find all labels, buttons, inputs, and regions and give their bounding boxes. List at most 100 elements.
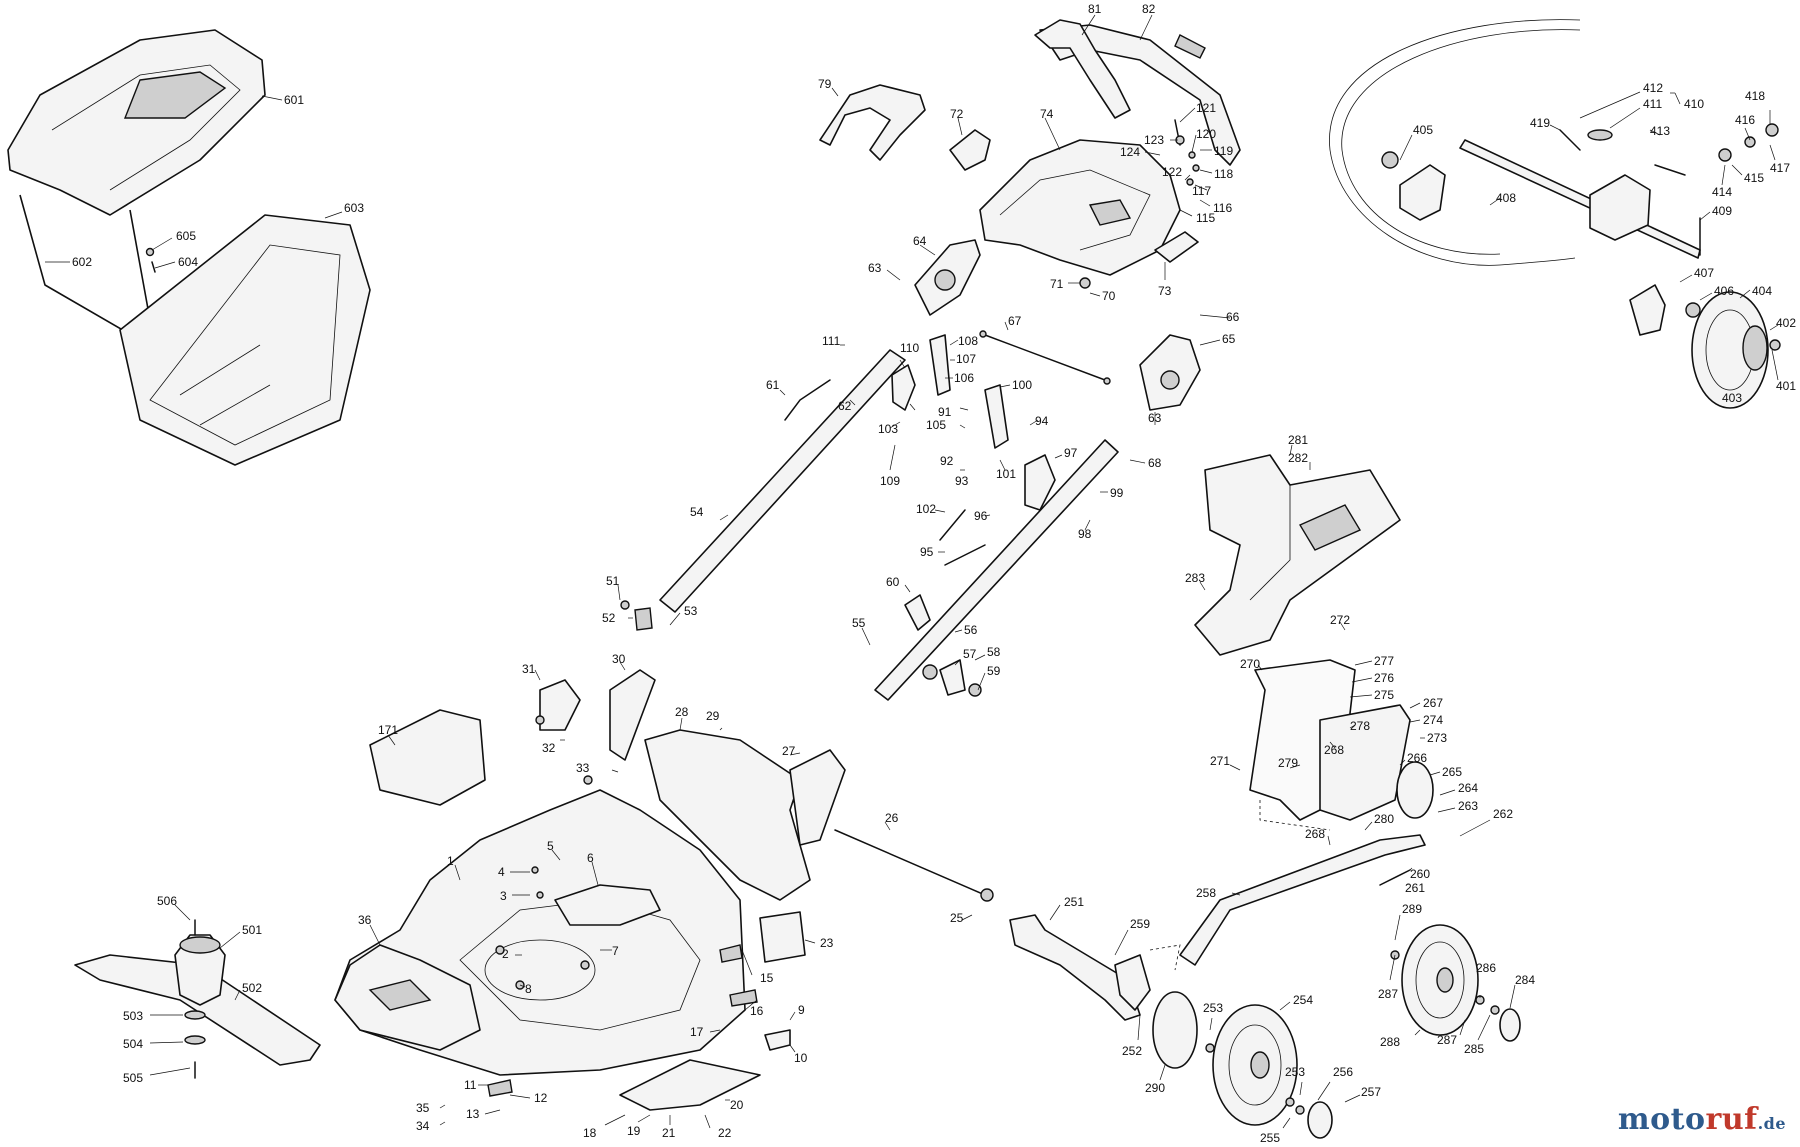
watermark-part1: moto: [1617, 1102, 1706, 1137]
callout-264: 264: [1458, 781, 1478, 795]
callout-33: 33: [576, 761, 590, 775]
callout-268a: 268: [1324, 743, 1344, 757]
callout-504: 504: [123, 1037, 143, 1051]
callout-98: 98: [1078, 527, 1092, 541]
washer-503: [184, 1010, 206, 1020]
callout-21: 21: [662, 1126, 676, 1140]
plate-252: [1114, 954, 1151, 1011]
washer-504: [184, 1035, 206, 1045]
callout-56: 56: [964, 623, 978, 637]
callout-276: 276: [1374, 671, 1394, 685]
callout-92: 92: [940, 454, 954, 468]
callout-263: 263: [1458, 799, 1478, 813]
deck-group: [334, 669, 994, 1111]
callout-54: 54: [690, 505, 704, 519]
callout-65: 65: [1222, 332, 1236, 346]
callout-52: 52: [602, 611, 616, 625]
callout-27: 27: [782, 744, 796, 758]
callout-59: 59: [987, 664, 1001, 678]
side-flap-27: [789, 749, 846, 846]
callout-261: 261: [1405, 881, 1425, 895]
callout-258: 258: [1196, 886, 1216, 900]
callout-31: 31: [522, 662, 536, 676]
callout-66: 66: [1226, 310, 1240, 324]
callout-111: 111: [822, 334, 841, 348]
callout-259: 259: [1130, 917, 1150, 931]
hubcap-257: [1307, 1101, 1333, 1139]
callout-122: 122: [1162, 165, 1182, 179]
callout-505: 505: [123, 1071, 143, 1085]
control-housing-74: [979, 139, 1181, 276]
callout-260: 260: [1410, 867, 1430, 881]
plate-23: [759, 911, 806, 963]
callout-405: 405: [1413, 123, 1433, 137]
callout-604: 604: [178, 255, 198, 269]
clip-60: [904, 594, 931, 631]
wheels-group: [1009, 914, 1521, 1139]
callout-19: 19: [627, 1124, 641, 1138]
callout-109: 109: [880, 474, 900, 488]
callout-289: 289: [1402, 902, 1422, 916]
callout-105: 105: [926, 418, 946, 432]
callout-102: 102: [916, 502, 936, 516]
callout-414: 414: [1712, 185, 1732, 199]
callout-120: 120: [1196, 127, 1216, 141]
callout-254: 254: [1293, 993, 1313, 1007]
callout-6: 6: [587, 851, 594, 865]
ratchet-265: [1396, 761, 1434, 819]
watermark-part2: ruf: [1705, 1102, 1758, 1137]
callout-118: 118: [1214, 167, 1233, 181]
bracket-57: [939, 659, 966, 696]
callout-62: 62: [838, 399, 852, 413]
callout-279: 279: [1278, 756, 1298, 770]
callout-96: 96: [974, 509, 988, 523]
callout-290: 290: [1145, 1081, 1165, 1095]
callout-94: 94: [1035, 414, 1049, 428]
callout-64: 64: [913, 234, 927, 248]
callout-404: 404: [1752, 284, 1772, 298]
callout-9: 9: [798, 1003, 805, 1017]
height-lever-258: [1179, 834, 1426, 966]
callout-101: 101: [996, 467, 1016, 481]
callout-255: 255: [1260, 1131, 1280, 1145]
lever-100: [984, 384, 1009, 449]
callout-10: 10: [794, 1051, 808, 1065]
callout-601: 601: [284, 93, 304, 107]
callout-286: 286: [1476, 961, 1496, 975]
callout-108: 108: [958, 334, 978, 348]
bracket-94: [1024, 454, 1056, 511]
callout-82: 82: [1142, 2, 1156, 16]
cover-73: [1154, 231, 1199, 263]
callout-25: 25: [950, 911, 964, 925]
callout-8: 8: [525, 982, 532, 996]
callout-271: 271: [1210, 754, 1230, 768]
callout-15: 15: [760, 971, 774, 985]
callout-2: 2: [502, 947, 509, 961]
callout-81: 81: [1088, 2, 1102, 16]
motor-mount-6: [554, 884, 661, 926]
callout-36: 36: [358, 913, 372, 927]
callout-53: 53: [684, 604, 698, 618]
callout-74: 74: [1040, 107, 1054, 121]
callout-72: 72: [950, 107, 964, 121]
blade-group: [74, 919, 321, 1079]
gearbox-410: [1589, 174, 1651, 241]
cable-102: [939, 509, 966, 541]
callout-67: 67: [1008, 314, 1022, 328]
callout-3: 3: [500, 889, 507, 903]
callout-26: 26: [885, 811, 899, 825]
callout-123: 123: [1144, 133, 1164, 147]
callout-5: 5: [547, 839, 554, 853]
callout-257: 257: [1361, 1085, 1381, 1099]
callout-22: 22: [718, 1126, 732, 1140]
callout-410: 410: [1684, 97, 1704, 111]
catcher-lid-601: [7, 29, 266, 216]
bracket-110: [891, 364, 916, 411]
callout-402: 402: [1776, 316, 1796, 330]
callout-252: 252: [1122, 1044, 1142, 1058]
lever-108: [929, 334, 951, 396]
plate-267: [1319, 704, 1411, 821]
callout-95: 95: [920, 545, 934, 559]
callout-119: 119: [1214, 144, 1233, 158]
callout-34: 34: [416, 1119, 430, 1133]
